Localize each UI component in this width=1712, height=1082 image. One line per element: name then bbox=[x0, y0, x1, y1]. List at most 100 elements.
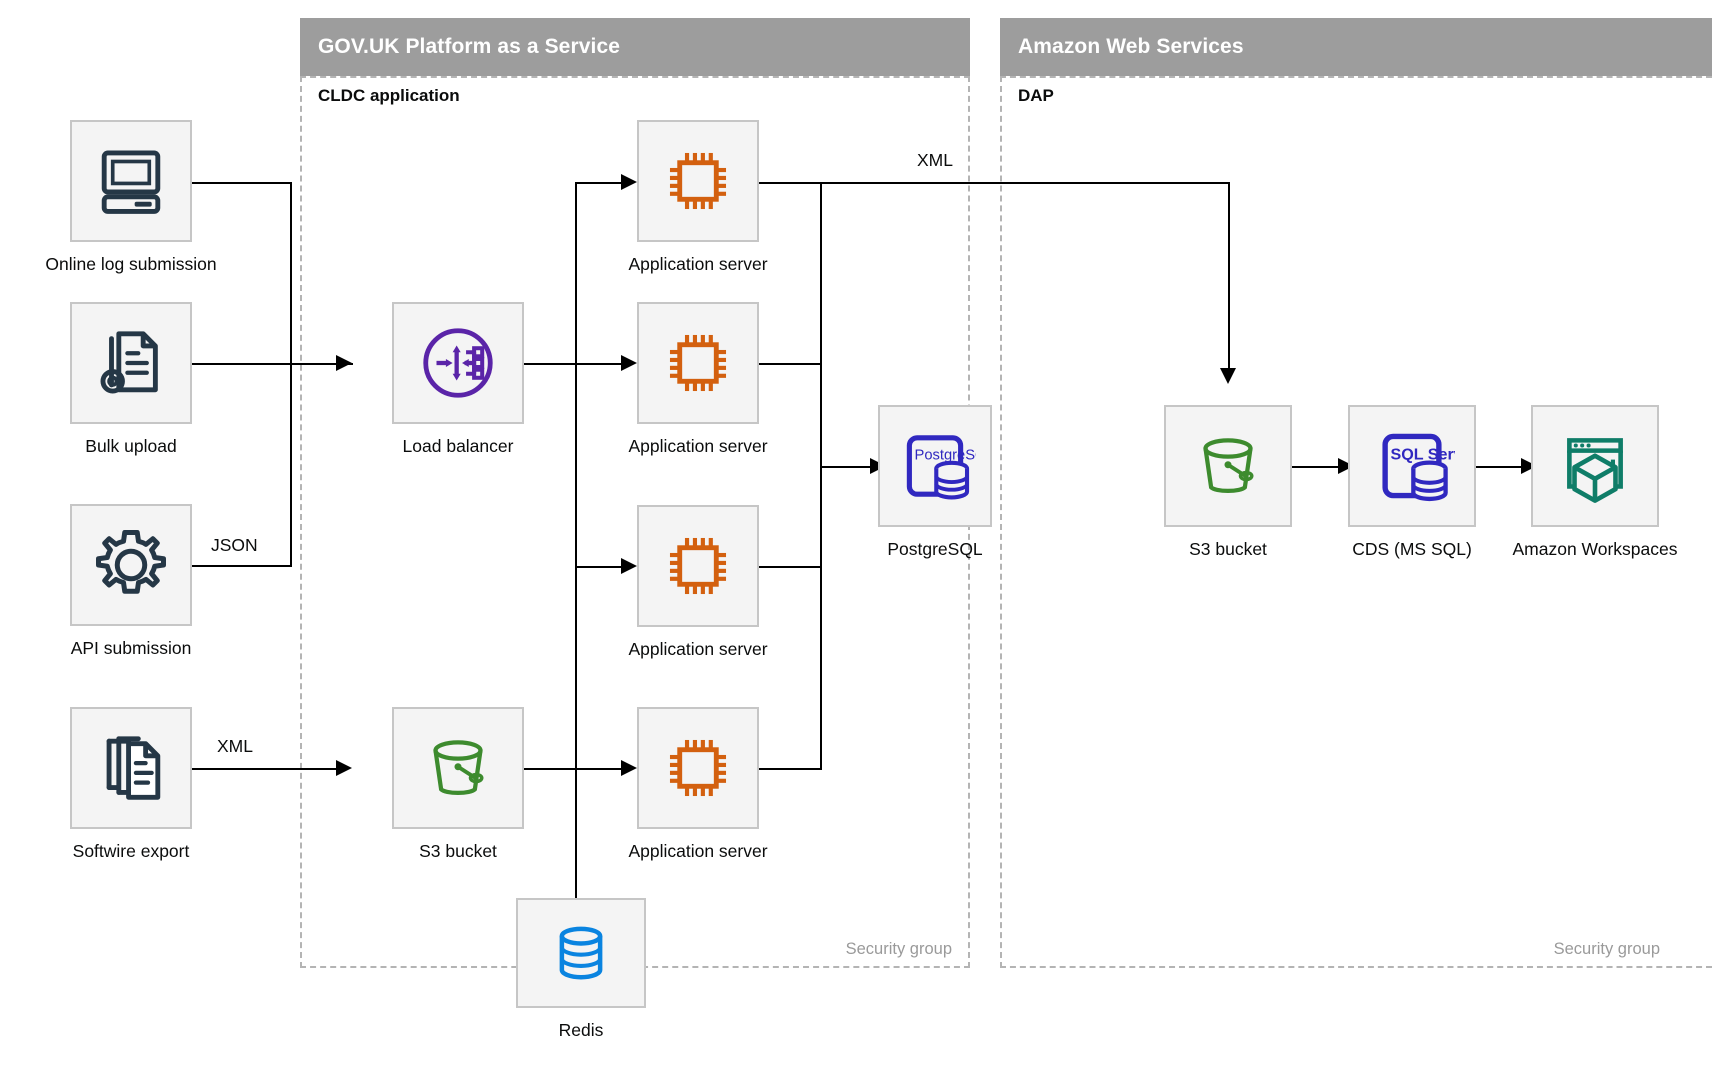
wire-app-server-2-to-db-bus bbox=[758, 363, 822, 365]
caption-s3-bucket-paas: S3 bucket bbox=[419, 841, 497, 861]
group-sublabel-dap: DAP bbox=[1018, 86, 1054, 105]
caption-postgresql: PostgreSQL bbox=[887, 539, 983, 559]
wire-aws-drop-to-s3 bbox=[1228, 182, 1230, 376]
arrowhead-into-s3-bucket-paas bbox=[336, 760, 352, 776]
node-cds-ms-sql[interactable]: SQL Server CDS (MS SQL) bbox=[1348, 405, 1476, 559]
node-s3-bucket-paas[interactable]: S3 bucket bbox=[392, 707, 524, 861]
tile-application-server-1[interactable] bbox=[637, 120, 759, 242]
arrowhead-into-app-server-1 bbox=[621, 174, 637, 190]
tile-application-server-3[interactable] bbox=[637, 505, 759, 627]
wire-bus-to-app-server-1 bbox=[575, 182, 631, 184]
svg-text:PostgreSQL: PostgreSQL bbox=[915, 448, 977, 464]
document-stack-icon bbox=[106, 736, 161, 800]
tile-application-server-2[interactable] bbox=[637, 302, 759, 424]
node-online-log-submission[interactable]: Online log submission bbox=[45, 120, 217, 274]
caption-bulk-upload: Bulk upload bbox=[85, 436, 177, 456]
wire-bus-to-app-server-2 bbox=[575, 363, 631, 365]
caption-api-submission: API submission bbox=[70, 638, 192, 658]
sql-server-database-icon: SQL Server bbox=[1382, 433, 1456, 502]
postgresql-database-icon: PostgreSQL bbox=[906, 435, 977, 500]
tile-s3-bucket-paas[interactable] bbox=[392, 707, 524, 829]
arrowhead-into-app-server-4 bbox=[621, 760, 637, 776]
node-redis[interactable]: Redis bbox=[516, 898, 646, 1048]
caption-amazon-workspaces: Amazon Workspaces bbox=[1512, 539, 1678, 559]
node-application-server-2[interactable]: Application server bbox=[628, 302, 768, 456]
wire-app-server-1-to-aws bbox=[758, 182, 1230, 184]
arrowhead-into-app-server-2 bbox=[621, 355, 637, 371]
wire-redis-to-bus bbox=[575, 768, 577, 898]
wire-api-to-bus bbox=[178, 565, 292, 567]
cpu-chip-icon bbox=[669, 537, 727, 595]
caption-load-balancer: Load balancer bbox=[402, 436, 514, 456]
wire-bulk-upload-to-lb bbox=[178, 363, 353, 365]
wire-s3-paas-to-app-server-4 bbox=[523, 768, 577, 770]
wire-online-log-to-bus bbox=[178, 182, 292, 184]
workspaces-cube-icon bbox=[1567, 438, 1623, 503]
cpu-chip-icon bbox=[669, 739, 727, 797]
caption-softwire-export: Softwire export bbox=[72, 841, 190, 861]
caption-redis: Redis bbox=[558, 1020, 604, 1040]
wire-app-server-3-to-db-bus bbox=[758, 566, 822, 568]
gear-icon bbox=[96, 530, 166, 594]
tile-cds-ms-sql[interactable]: SQL Server bbox=[1348, 405, 1476, 527]
arrowhead-into-s3-bucket-aws bbox=[1220, 368, 1236, 384]
node-api-submission[interactable]: API submission bbox=[70, 504, 192, 658]
wire-cds-to-workspaces bbox=[1475, 466, 1529, 468]
bucket-icon bbox=[433, 740, 484, 796]
cpu-chip-icon bbox=[669, 152, 727, 210]
group-sublabel-cldc-application: CLDC application bbox=[318, 86, 460, 105]
tile-application-server-4[interactable] bbox=[637, 707, 759, 829]
wire-app-server-4-to-db-bus bbox=[758, 768, 822, 770]
svg-text:SQL Server: SQL Server bbox=[1391, 445, 1456, 463]
caption-application-server-3: Application server bbox=[628, 639, 768, 659]
group-header-aws: Amazon Web Services bbox=[1000, 18, 1712, 76]
wire-db-collector-bus bbox=[820, 182, 822, 770]
tile-softwire-export[interactable] bbox=[70, 707, 192, 829]
caption-application-server-1: Application server bbox=[628, 254, 768, 274]
tile-redis[interactable] bbox=[516, 898, 646, 1008]
group-footnote-aws-security-group: Security group bbox=[1553, 940, 1660, 958]
redis-database-icon bbox=[559, 926, 603, 980]
tile-load-balancer[interactable] bbox=[392, 302, 524, 424]
wire-distribution-bus bbox=[575, 182, 577, 770]
caption-application-server-4: Application server bbox=[628, 841, 768, 861]
wire-lb-to-distribution-bus bbox=[523, 363, 577, 365]
caption-online-log-submission: Online log submission bbox=[45, 254, 217, 274]
wire-bus-to-app-server-3 bbox=[575, 566, 631, 568]
node-application-server-3[interactable]: Application server bbox=[628, 505, 768, 659]
node-load-balancer[interactable]: Load balancer bbox=[392, 302, 524, 456]
wire-bus-vertical-bottom bbox=[290, 363, 292, 567]
wire-bus-to-app-server-4 bbox=[575, 768, 631, 770]
node-amazon-workspaces[interactable]: Amazon Workspaces bbox=[1512, 405, 1678, 559]
node-bulk-upload[interactable]: Bulk upload bbox=[70, 302, 192, 456]
group-title-aws: Amazon Web Services bbox=[1018, 35, 1244, 58]
node-softwire-export[interactable]: Softwire export bbox=[70, 707, 192, 861]
arrowhead-into-load-balancer bbox=[336, 355, 352, 371]
load-balancer-icon bbox=[423, 328, 493, 398]
node-postgresql[interactable]: PostgreSQL PostgreSQL bbox=[878, 405, 992, 559]
caption-cds-ms-sql: CDS (MS SQL) bbox=[1352, 539, 1472, 559]
wire-db-bus-to-postgresql bbox=[820, 466, 878, 468]
node-s3-bucket-aws[interactable]: S3 bucket bbox=[1164, 405, 1292, 559]
caption-application-server-2: Application server bbox=[628, 436, 768, 456]
edge-label-json: JSON bbox=[206, 535, 263, 556]
bucket-icon bbox=[1203, 438, 1254, 494]
tile-amazon-workspaces[interactable] bbox=[1531, 405, 1659, 527]
tile-api-submission[interactable] bbox=[70, 504, 192, 626]
desktop-computer-icon bbox=[101, 150, 161, 214]
tile-bulk-upload[interactable] bbox=[70, 302, 192, 424]
wire-softwire-to-s3-paas bbox=[178, 768, 336, 770]
group-header-paas: GOV.UK Platform as a Service bbox=[300, 18, 970, 76]
tile-s3-bucket-aws[interactable] bbox=[1164, 405, 1292, 527]
document-gear-icon bbox=[100, 331, 158, 394]
tile-postgresql[interactable]: PostgreSQL bbox=[878, 405, 992, 527]
tile-online-log-submission[interactable] bbox=[70, 120, 192, 242]
caption-s3-bucket-aws: S3 bucket bbox=[1189, 539, 1267, 559]
group-footnote-paas-security-group: Security group bbox=[845, 940, 952, 958]
arrowhead-into-app-server-3 bbox=[621, 558, 637, 574]
group-title-paas: GOV.UK Platform as a Service bbox=[318, 35, 620, 58]
wire-bus-vertical-top bbox=[290, 182, 292, 364]
node-application-server-4[interactable]: Application server bbox=[628, 707, 768, 861]
node-application-server-1[interactable]: Application server bbox=[628, 120, 768, 274]
